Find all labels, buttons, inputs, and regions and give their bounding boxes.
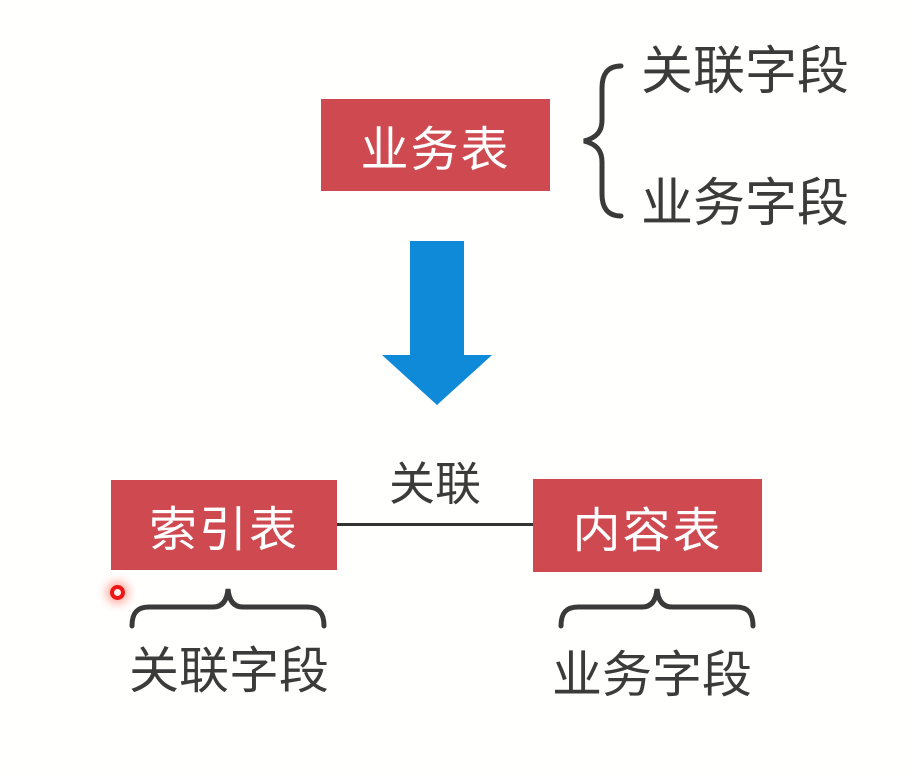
connector-label: 关联 xyxy=(389,458,481,510)
content-table-box: 内容表 xyxy=(533,479,762,572)
horizontal-brace-icon xyxy=(558,588,756,629)
down-arrow-icon xyxy=(382,241,492,405)
bottom-left-field-label: 关联字段 xyxy=(129,643,329,699)
curly-brace-icon xyxy=(583,63,624,219)
laser-pointer-dot xyxy=(110,585,125,600)
bottom-right-field-label: 业务字段 xyxy=(552,647,752,703)
connector-line xyxy=(337,523,534,526)
top-field-label-business: 业务字段 xyxy=(641,175,850,233)
index-table-box: 索引表 xyxy=(111,480,337,570)
content-table-label: 内容表 xyxy=(572,504,723,558)
top-field-label-association: 关联字段 xyxy=(641,43,850,101)
business-table-box: 业务表 xyxy=(321,99,550,191)
horizontal-brace-icon xyxy=(129,588,327,629)
business-table-label: 业务表 xyxy=(360,124,511,177)
index-table-label: 索引表 xyxy=(148,504,299,557)
